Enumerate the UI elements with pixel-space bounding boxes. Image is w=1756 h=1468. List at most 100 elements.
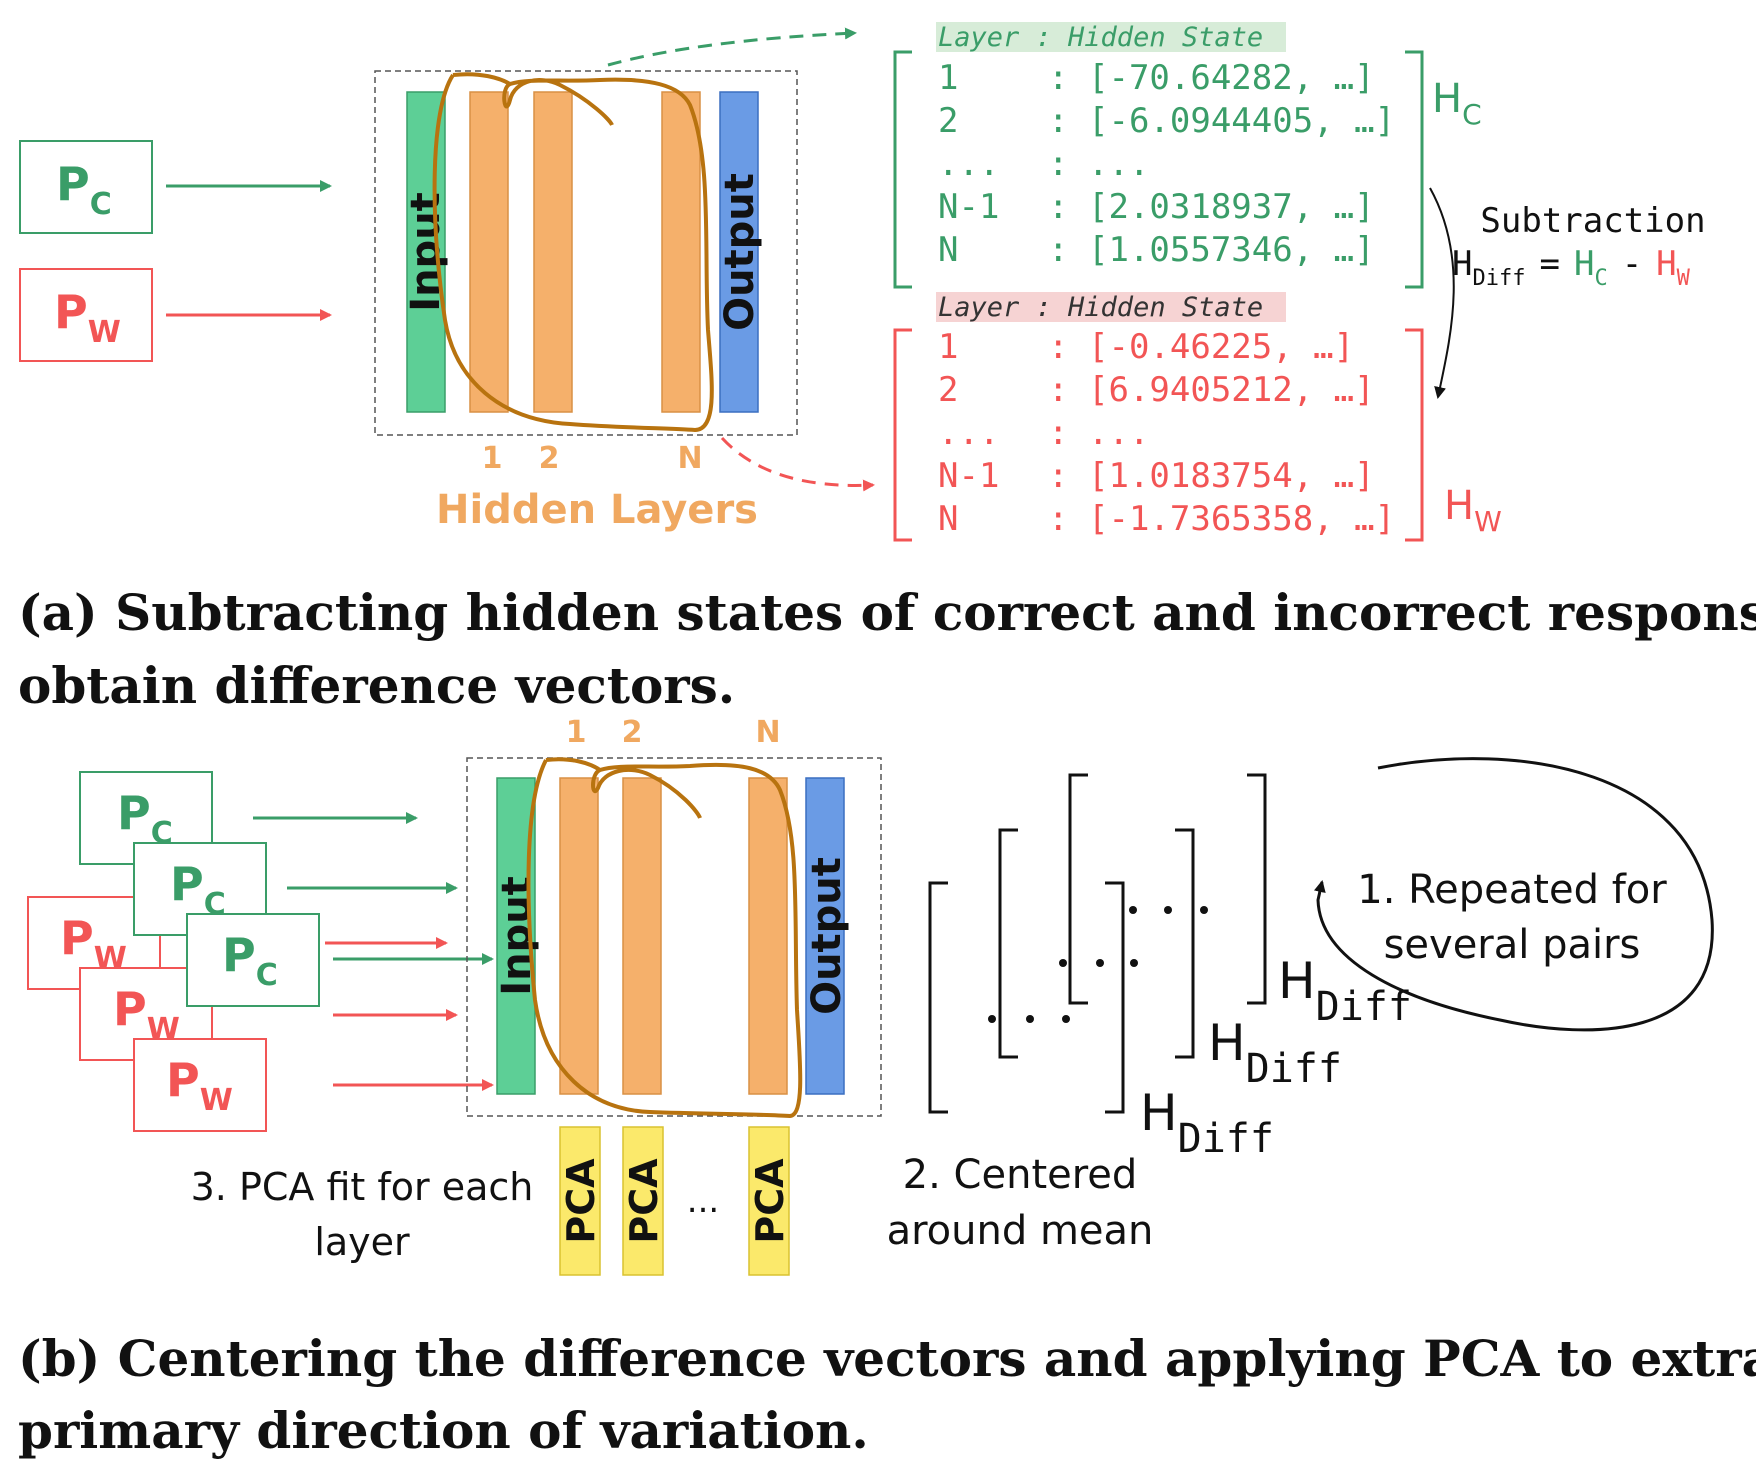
wrong-hidden-state-table: Layer : Hidden State 1:[-0.46225, …]2:[6… [893, 292, 1502, 542]
table-cell-value: [1.0557346, …] [1088, 230, 1375, 270]
table-header: Layer : Hidden State [938, 22, 1263, 53]
table-cell-layer: 2 [938, 101, 958, 141]
hidden-layer-bar-2 [622, 777, 662, 1095]
pca-note-line2: layer [314, 1220, 410, 1264]
model-box [374, 70, 798, 436]
svg-text:PW: PW [113, 982, 180, 1047]
table-cell-layer: ... [938, 144, 999, 184]
table-cell-sep: : [1048, 230, 1068, 270]
hidden-layer-bar-2 [533, 91, 573, 413]
svg-text:PW: PW [166, 1053, 233, 1118]
arrow-icon [1429, 187, 1455, 399]
table-cell-sep: : [1048, 144, 1068, 184]
model-box [466, 757, 882, 1117]
repeat-loop-arrow [1313, 757, 1714, 1032]
table-row: 1:[-0.46225, …] [938, 327, 1354, 367]
table-cell-value: [1.0183754, …] [1088, 456, 1375, 496]
table-cell-layer: 1 [938, 327, 958, 367]
table-cell-layer: N [938, 499, 958, 539]
table-row: N-1: [1.0183754, …] [938, 456, 1375, 496]
caption-a-line1: (a) Subtracting hidden states of correct… [18, 583, 1756, 642]
pca-block-1: PCA [559, 1126, 603, 1276]
centered-line2: around mean [887, 1208, 1154, 1254]
layer-number-2: 2 [622, 715, 643, 750]
hdiff-label-back: HDiff [1278, 952, 1412, 1030]
caption-a-line2: obtain difference vectors. [18, 656, 735, 715]
correct-hidden-state-table: Layer : Hidden State 1: [-70.64282, …] 2: [… [893, 22, 1482, 289]
pca-ellipsis: ... [687, 1181, 719, 1221]
table-row: N: [1.0557346, …] [938, 230, 1375, 270]
prompt-correct-box: PC [19, 140, 153, 234]
table-cell-value: [-6.0944405, …] [1088, 101, 1395, 141]
table-row: N-1:[2.0318937, …] [938, 187, 1375, 227]
svg-text:PCA: PCA [559, 1158, 603, 1244]
hw-label: HW [1444, 483, 1502, 538]
table-cell-sep: : [1048, 370, 1068, 410]
pca-block-2: PCA [622, 1126, 666, 1276]
brown-loop-scribble [526, 757, 803, 1119]
table-row: 1: [-70.64282, …] [938, 58, 1375, 98]
repeated-line1: 1. Repeated for [1357, 867, 1667, 913]
svg-text:PCA: PCA [748, 1158, 792, 1244]
matrix-bracket [893, 328, 912, 542]
table-cell-layer: 2 [938, 370, 958, 410]
arrow-icon [720, 436, 875, 492]
centered-line1: 2. Centered [903, 1152, 1138, 1198]
table-cell-layer: ... [938, 413, 999, 453]
hdiff-matrix-front [928, 881, 1125, 1114]
table-cell-layer: N-1 [938, 187, 999, 227]
table-cell-value: [-70.64282, …] [1088, 58, 1375, 98]
table-cell-sep: : [1048, 58, 1068, 98]
table-cell-layer: N-1 [938, 456, 999, 496]
prompt-wrong-box: PW [19, 268, 153, 362]
svg-text:PC: PC [222, 928, 278, 993]
table-cell-sep: : [1048, 499, 1068, 539]
brown-loop-scribble [432, 72, 714, 433]
hidden-layer-bar-1 [559, 777, 599, 1095]
table-cell-value: ... [1088, 144, 1149, 184]
hdiff-label-front: HDiff [1140, 1084, 1274, 1162]
matrix-bracket [893, 50, 912, 289]
layer-number-n: N [677, 441, 702, 476]
table-cell-layer: N [938, 230, 958, 270]
table-cell-value: [6.9405212, …] [1088, 370, 1375, 410]
table-row: ...:... [938, 144, 1149, 184]
prompt-card-w-3: PW [133, 1038, 267, 1132]
output-label: Output [717, 173, 763, 331]
layer-number-2: 2 [539, 441, 560, 476]
panel-b: PW PC PW PC PW PC 1 2 N [18, 715, 1756, 1460]
layer-number-1: 1 [482, 441, 503, 476]
hdiff-matrix-back [1068, 773, 1267, 1005]
matrix-dots [988, 906, 1208, 1023]
svg-text:PC: PC [56, 157, 112, 222]
hidden-layer-bar-n [748, 777, 788, 1095]
repeated-line2: several pairs [1384, 922, 1641, 968]
table-row: N: [-1.7365358, …] [938, 499, 1395, 539]
table-cell-sep: : [1048, 327, 1068, 367]
svg-text:PW: PW [54, 285, 121, 350]
hidden-layer-bar-n [661, 91, 701, 413]
table-cell-sep: : [1048, 187, 1068, 227]
table-row: ...:... [938, 413, 1149, 453]
matrix-bracket [1405, 50, 1424, 289]
svg-text:PCA: PCA [622, 1158, 666, 1244]
pca-block-n: PCA [748, 1126, 792, 1276]
layer-number-1: 1 [566, 715, 587, 750]
caption-b-line1: (b) Centering the difference vectors and… [18, 1329, 1756, 1388]
table-cell-value: ... [1088, 413, 1149, 453]
panel-a: PC PW Input Output 1 2 N Hidden Layers L… [18, 22, 1756, 715]
table-cell-layer: 1 [938, 58, 958, 98]
hdiff-label-mid: HDiff [1208, 1014, 1342, 1092]
pca-note-line1: 3. PCA fit for each [191, 1165, 534, 1209]
arrow-icon [607, 27, 857, 67]
table-cell-sep: : [1048, 413, 1068, 453]
output-layer-bar [805, 777, 845, 1095]
table-cell-sep: : [1048, 456, 1068, 496]
table-cell-value: [-1.7365358, …] [1088, 499, 1395, 539]
output-layer-bar [719, 91, 759, 413]
layer-number-n: N [755, 715, 780, 750]
hidden-layer-bar-1 [469, 91, 509, 413]
caption-b-line2: primary direction of variation. [18, 1401, 869, 1460]
table-row: 2: [6.9405212, …] [938, 370, 1375, 410]
